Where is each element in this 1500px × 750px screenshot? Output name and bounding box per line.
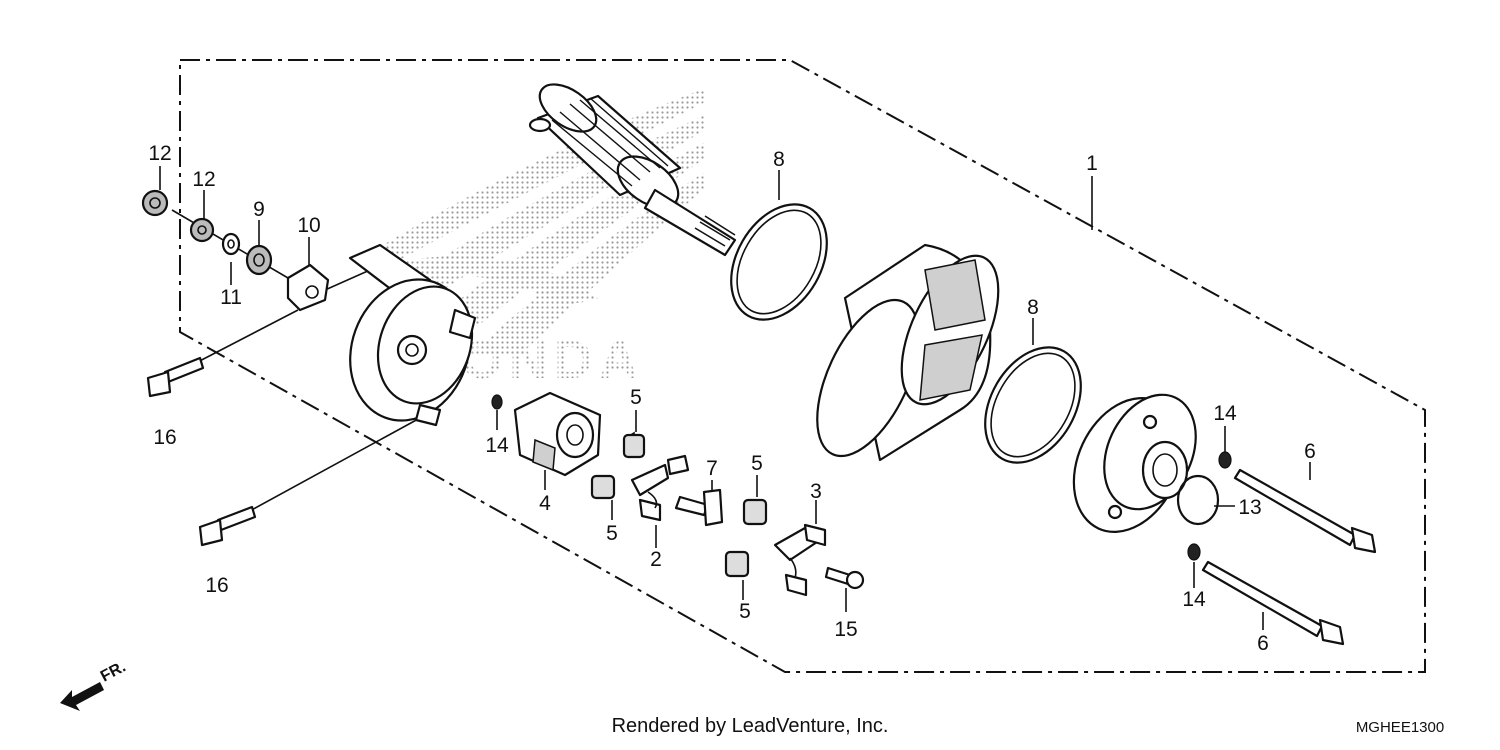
callout-5b: 5	[606, 522, 618, 545]
terminal-bolt-7	[674, 488, 724, 527]
callout-8a: 8	[773, 148, 785, 171]
callout-9: 9	[253, 198, 265, 221]
callout-4: 4	[539, 492, 551, 515]
callout-2: 2	[650, 548, 662, 571]
callout-10: 10	[297, 214, 320, 237]
callout-6a: 6	[1304, 440, 1316, 463]
rear-cover	[348, 243, 477, 427]
callout-1: 1	[1086, 152, 1098, 175]
callout-5a: 5	[630, 386, 642, 409]
through-bolt-upper	[1233, 468, 1377, 554]
callout-7: 7	[706, 457, 718, 480]
callout-8b: 8	[1027, 296, 1039, 319]
o-ring-lower	[984, 346, 1082, 464]
spring-5d	[724, 550, 750, 578]
callout-6b: 6	[1257, 632, 1269, 655]
o-ring-13	[1176, 474, 1220, 526]
bolt-16-lower	[198, 505, 257, 547]
callout-3: 3	[810, 480, 822, 503]
callout-5c: 5	[751, 452, 763, 475]
yoke-housing	[816, 243, 1000, 462]
callout-15: 15	[834, 618, 857, 641]
spring-5b	[590, 474, 616, 500]
callout-13: 13	[1238, 496, 1261, 519]
spring-5a	[622, 431, 646, 459]
o-ring-upper	[730, 203, 828, 321]
brush-set-2	[630, 454, 690, 522]
callout-5d: 5	[739, 600, 751, 623]
washer-11	[221, 232, 241, 256]
brush-holder	[513, 391, 602, 477]
washer-14-left	[491, 394, 503, 410]
nut-12-inner	[189, 217, 215, 243]
callout-14b: 14	[1213, 402, 1237, 425]
callout-14c: 14	[1182, 588, 1206, 611]
brush-set-3	[773, 523, 827, 597]
through-bolt-lower	[1201, 560, 1345, 646]
bolt-16-upper	[146, 356, 205, 398]
washer-14-right-bottom	[1187, 543, 1201, 561]
front-direction-arrow: FR.	[60, 658, 129, 711]
assembly-boundary	[179, 59, 1426, 673]
front-cover	[1072, 393, 1197, 533]
callout-16b: 16	[205, 574, 228, 597]
armature	[528, 83, 737, 257]
callout-14a: 14	[485, 434, 509, 457]
front-arrow-label: FR.	[98, 658, 129, 685]
insulator-10	[286, 263, 330, 312]
credit-text: Rendered by LeadVenture, Inc.	[612, 715, 889, 737]
diagram-code: MGHEE1300	[1356, 719, 1444, 736]
nut-12-outer	[141, 189, 169, 217]
callout-12b: 12	[192, 168, 215, 191]
callout-11: 11	[220, 286, 242, 309]
callout-labels: 1 2 3 4 5 5 5 5 6 6 7 8 8 9 10 11 12 12 …	[148, 142, 1316, 655]
screw-15	[824, 566, 865, 590]
callout-12a: 12	[148, 142, 171, 165]
insulator-9	[245, 244, 273, 276]
spring-5c	[742, 498, 768, 526]
callout-16a: 16	[153, 426, 176, 449]
washer-14-right-top	[1218, 451, 1232, 469]
